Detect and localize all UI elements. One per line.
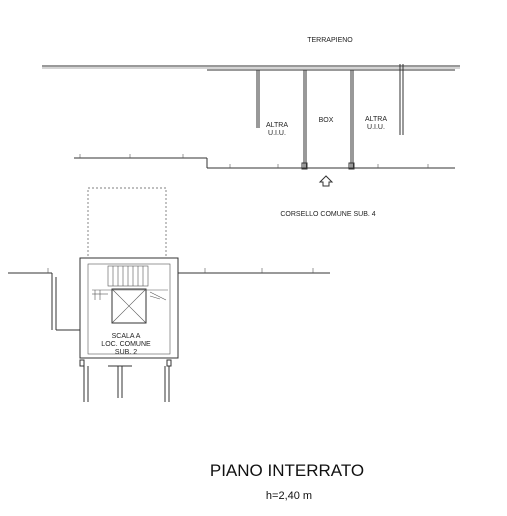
- plan-title: PIANO INTERRATO: [210, 461, 364, 480]
- stair-core-inner: [87, 263, 171, 355]
- box-door-post-right: [348, 162, 355, 170]
- scala-label-2: LOC. COMUNE: [101, 341, 151, 348]
- scala-label-3: SUB. 2: [115, 349, 137, 356]
- corsello-label: CORSELLO COMUNE SUB. 4: [280, 211, 375, 218]
- scala-label-1: SCALA A: [112, 333, 141, 340]
- elevator-shaft: [111, 288, 147, 324]
- door-post-right: [166, 359, 172, 367]
- altra-uiu-left-label-2: U.I.U.: [268, 130, 286, 137]
- corridor-ticks-lower: [204, 268, 314, 273]
- door-post-left: [79, 359, 85, 367]
- box-door-post-left: [301, 162, 308, 170]
- altra-uiu-left-label-1: ALTRA: [266, 122, 288, 129]
- terrapieno-label: TERRAPIENO: [307, 37, 353, 44]
- stair-direction-arrow-icon: [149, 291, 167, 301]
- altra-uiu-right-label-2: U.I.U.: [367, 124, 385, 131]
- entrance-arrow-icon: [318, 175, 334, 187]
- corridor-ticks-upper: [79, 154, 429, 168]
- stair-core-outer: [79, 257, 179, 359]
- altra-uiu-right-label-1: ALTRA: [365, 116, 387, 123]
- elevator-cross-b: [111, 288, 147, 324]
- plan-height-note: h=2,40 m: [266, 490, 312, 502]
- dashed-projection: [87, 187, 167, 259]
- box-label: BOX: [319, 117, 334, 124]
- stair-steps: [92, 265, 168, 300]
